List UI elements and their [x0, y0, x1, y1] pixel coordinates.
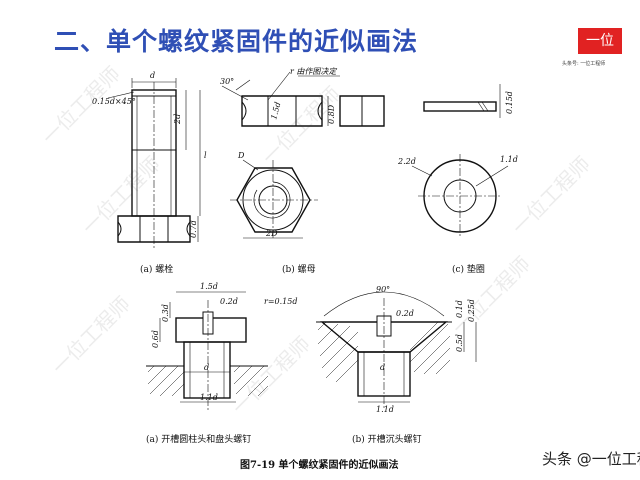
caption-screw-countersunk: (b) 开槽沉头螺钉: [352, 435, 422, 445]
dim-washer-015d: 0.15d: [505, 91, 514, 114]
dim-screw-03d: 0.3d: [161, 304, 170, 322]
logo: 一位: [578, 28, 622, 54]
dim-nut-D: D: [237, 151, 245, 160]
washer-side-drawing: [423, 84, 501, 118]
washer-top-drawing: [411, 154, 509, 238]
dim-screw-06d: 0.6d: [151, 330, 160, 348]
dim-csk-11d: 1.1d: [376, 405, 394, 414]
nut-side-drawing: [221, 71, 385, 127]
dim-bolt-2d: 2d: [173, 114, 182, 125]
bolt-drawing: [107, 78, 201, 248]
dim-screw-r: r=0.15d: [264, 297, 297, 306]
dim-nut-30deg: 30°: [220, 77, 234, 86]
caption-washer: (c) 垫圈: [452, 265, 485, 275]
nut-top-drawing: [230, 159, 318, 240]
dim-screw-d: d: [204, 363, 209, 372]
caption-screw-cylinder: (a) 开槽圆柱头和盘头螺钉: [146, 435, 252, 445]
figure-caption: 图7-19 单个螺纹紧固件的近似画法: [240, 460, 399, 471]
dim-csk-02d: 0.2d: [396, 309, 414, 318]
dim-nut-15d: 1.5d: [269, 101, 282, 121]
dim-nut-08D: 0.8D: [327, 104, 336, 124]
dim-nut-2D: 2D: [265, 229, 278, 238]
dim-csk-01d: 0.1d: [455, 300, 464, 318]
dim-nut-r-note: r 由作图决定: [290, 67, 337, 76]
page-title: 二、单个螺纹紧固件的近似画法: [54, 27, 419, 56]
dim-screw-11d: 1.1d: [200, 393, 218, 402]
brand-watermark: 头条 @一位工程师: [542, 450, 640, 468]
dim-csk-05d: 0.5d: [455, 334, 464, 352]
logo-subtitle: 头条号: 一位工程师: [562, 61, 606, 67]
caption-bolt: (a) 螺栓: [140, 265, 174, 275]
caption-nut: (b) 螺母: [282, 265, 316, 275]
dim-screw-15d: 1.5d: [200, 282, 218, 291]
dim-washer-11d: 1.1d: [500, 155, 518, 164]
dim-bolt-l: l: [204, 151, 207, 160]
dim-csk-025d: 0.25d: [467, 299, 476, 322]
dim-bolt-d: d: [150, 71, 155, 80]
dim-bolt-07d: 0.7d: [189, 220, 198, 238]
screw-countersunk-drawing: [316, 291, 477, 410]
dim-washer-22d: 2.2d: [397, 157, 416, 166]
dim-bolt-chamfer: 0.15d×45°: [92, 97, 136, 106]
dim-csk-90deg: 90°: [376, 285, 390, 294]
dim-csk-d: d: [380, 363, 385, 372]
dim-screw-02d: 0.2d: [220, 297, 238, 306]
screw-cylinder-drawing: [146, 291, 269, 410]
